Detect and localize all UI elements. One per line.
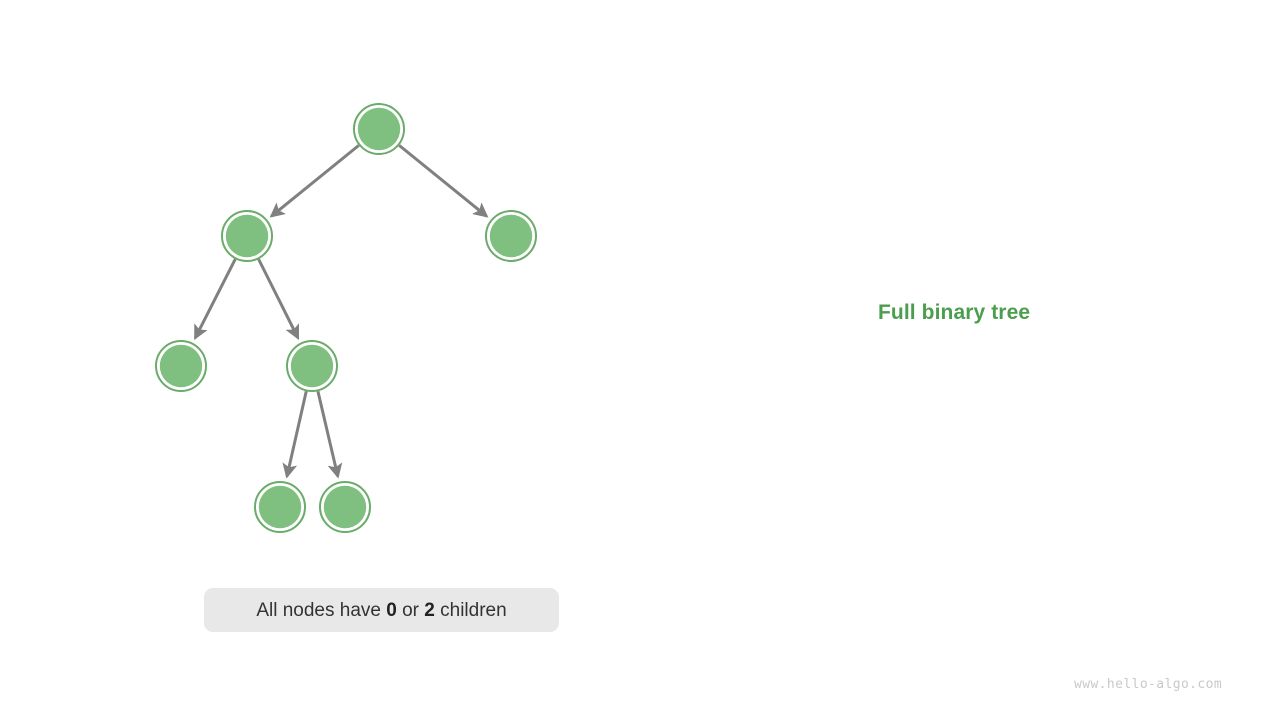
tree-edge (398, 144, 489, 218)
tree-edge (269, 144, 360, 218)
node-layer (155, 103, 537, 533)
watermark: www.hello-algo.com (1074, 677, 1223, 692)
node-fill (290, 344, 334, 388)
node-fill (258, 485, 302, 529)
tree-node (286, 340, 338, 392)
tree-edge (316, 390, 343, 479)
caption-text: All nodes have 0 or 2 children (256, 601, 506, 620)
node-gap-ring (256, 483, 304, 531)
node-ring (221, 210, 273, 262)
node-ring (286, 340, 338, 392)
caption-suffix: children (434, 599, 507, 621)
tree-node (155, 340, 207, 392)
caption-bold-two: 2 (424, 599, 435, 621)
node-ring (254, 481, 306, 533)
edge-layer (193, 144, 489, 479)
caption-prefix: All nodes have (256, 599, 387, 621)
node-fill (323, 485, 367, 529)
tree-node (221, 210, 273, 262)
caption-middle: or (396, 599, 425, 621)
tree-edge (193, 258, 237, 341)
tree-edge (257, 258, 300, 340)
node-gap-ring (487, 212, 535, 260)
node-gap-ring (355, 105, 403, 153)
tree-node (485, 210, 537, 262)
tree-edge (282, 391, 308, 479)
caption-box: All nodes have 0 or 2 children (204, 588, 559, 632)
tree-node (254, 481, 306, 533)
node-gap-ring (157, 342, 205, 390)
node-fill (159, 344, 203, 388)
page-title: Full binary tree (878, 301, 1031, 324)
node-ring (319, 481, 371, 533)
node-gap-ring (223, 212, 271, 260)
node-fill (489, 214, 533, 258)
node-ring (155, 340, 207, 392)
caption-bold-zero: 0 (386, 599, 397, 621)
node-gap-ring (288, 342, 336, 390)
node-gap-ring (321, 483, 369, 531)
node-fill (225, 214, 269, 258)
node-ring (485, 210, 537, 262)
node-fill (357, 107, 401, 151)
tree-node (353, 103, 405, 155)
tree-node (319, 481, 371, 533)
node-ring (353, 103, 405, 155)
